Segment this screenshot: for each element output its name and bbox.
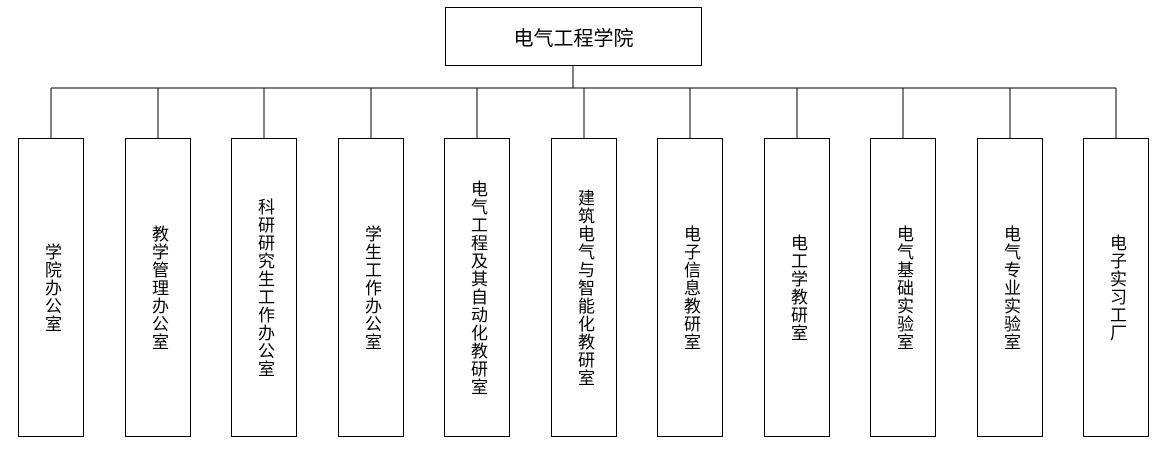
unit-label: 电气基础实验室	[893, 224, 913, 351]
unit-node: 电子信息教研室	[657, 138, 723, 437]
unit-node: 电气工程及其自动化教研室	[444, 138, 510, 437]
unit-label: 电子信息教研室	[680, 224, 700, 351]
unit-node: 教学管理办公室	[125, 138, 191, 437]
unit-node: 电气基础实验室	[870, 138, 936, 437]
unit-label: 建筑电气与智能化教研室	[574, 188, 594, 387]
unit-label: 电气专业实验室	[1000, 224, 1020, 351]
unit-label: 教学管理办公室	[148, 224, 168, 351]
unit-node: 学生工作办公室	[338, 138, 404, 437]
unit-node: 建筑电气与智能化教研室	[551, 138, 617, 437]
root-node: 电气工程学院	[445, 7, 702, 66]
unit-node: 电工学教研室	[764, 138, 830, 437]
unit-label: 科研研究生工作办公室	[254, 197, 274, 378]
unit-label: 学生工作办公室	[361, 224, 381, 351]
unit-node: 科研研究生工作办公室	[231, 138, 297, 437]
unit-label: 电工学教研室	[787, 233, 807, 342]
unit-label: 学院办公室	[41, 242, 61, 333]
unit-label: 电气工程及其自动化教研室	[467, 179, 487, 396]
root-label: 电气工程学院	[513, 26, 634, 50]
unit-label: 电子实习工厂	[1106, 233, 1126, 342]
unit-node: 电子实习工厂	[1083, 138, 1149, 437]
unit-node: 电气专业实验室	[977, 138, 1043, 437]
unit-node: 学院办公室	[18, 138, 84, 437]
